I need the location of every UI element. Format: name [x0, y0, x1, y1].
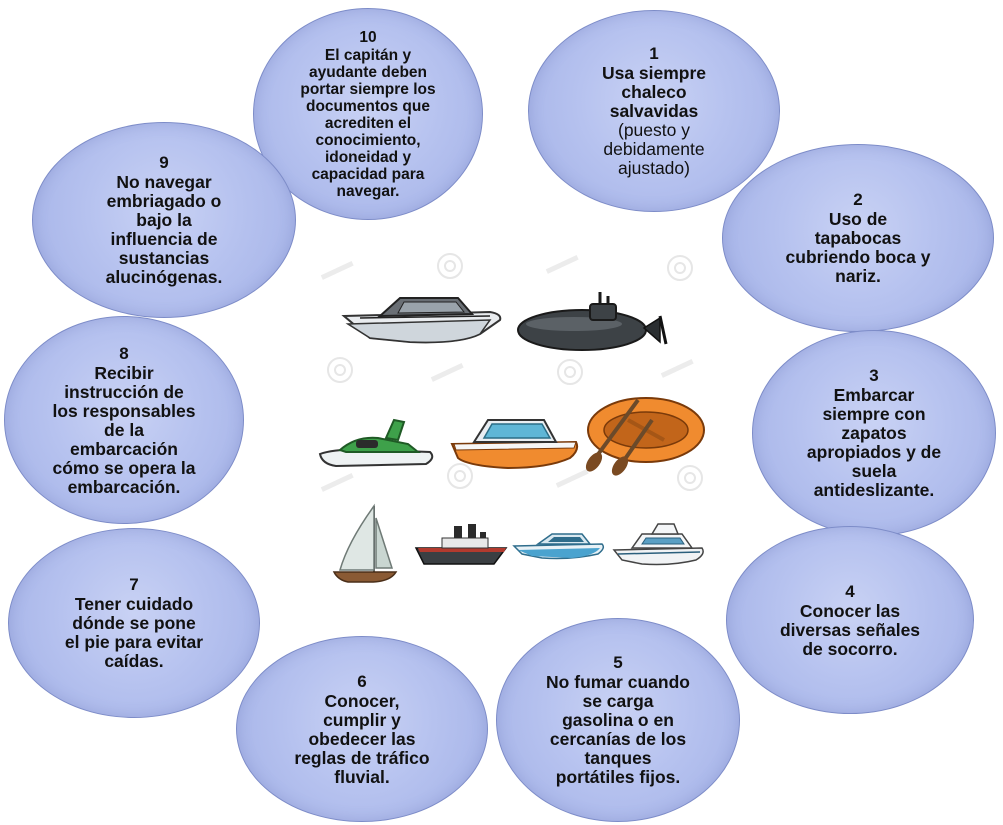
rule-number: 3 [869, 366, 879, 385]
rule-circle-1: 1 Usa siempre chaleco salvavidas (puesto… [528, 10, 780, 212]
rule-number: 1 [649, 44, 659, 63]
rule-text: No fumar cuando se carga gasolina o en c… [546, 672, 690, 787]
rule-text-detail: (puesto y debidamente ajustado) [603, 120, 705, 178]
rule-number: 2 [853, 190, 863, 209]
rule-number: 5 [613, 653, 623, 672]
rule-text: Uso de tapabocas cubriendo boca y nariz. [785, 209, 931, 286]
rule-text: Conocer las diversas señales de socorro. [779, 600, 921, 659]
jet-ski-icon [318, 418, 434, 468]
speedboat-icon [341, 297, 502, 344]
rule-circle-4: 4 Conocer las diversas señales de socorr… [726, 526, 974, 714]
motorboat-icon [450, 419, 579, 470]
rule-text: No navegar embriagado o bajo la influenc… [105, 172, 223, 287]
rule-text: Conocer, cumplir y obedecer las reglas d… [294, 690, 430, 787]
rule-circle-2: 2 Uso de tapabocas cubriendo boca y nari… [722, 144, 994, 332]
rule-circle-9: 9 No navegar embriagado o bajo la influe… [32, 122, 296, 318]
rule-circle-8: 8 Recibir instrucción de los responsable… [4, 316, 244, 524]
ship-icon [414, 524, 508, 565]
inflatable-raft-icon [585, 397, 705, 476]
rule-number: 9 [159, 153, 169, 172]
sailboat-icon [332, 503, 398, 583]
rule-number: 8 [119, 343, 129, 363]
submarine-icon [517, 292, 668, 351]
rule-circle-7: 7 Tener cuidado dónde se pone el pie par… [8, 528, 260, 718]
rule-number: 6 [357, 671, 367, 691]
rule-text: Recibir instrucción de los responsables … [52, 362, 196, 497]
rule-circle-5: 5 No fumar cuando se carga gasolina o en… [496, 618, 740, 822]
rule-circle-3: 3 Embarcar siempre con zapatos apropiado… [752, 330, 996, 536]
watermark [320, 253, 703, 492]
rule-text: Embarcar siempre con zapatos apropiados … [806, 385, 942, 500]
rule-text: Tener cuidado dónde se pone el pie para … [64, 594, 204, 671]
cruiser-icon [512, 533, 605, 560]
rule-circle-10: 10 El capitán y ayudante deben portar si… [253, 8, 483, 220]
rule-circle-6: 6 Conocer, cumplir y obedecer las reglas… [236, 636, 488, 822]
rule-text: Usa siempre chaleco salvavidas [601, 63, 707, 121]
yacht-icon [612, 523, 704, 566]
rule-number: 7 [129, 575, 139, 594]
rule-number: 4 [845, 581, 855, 601]
rule-text: El capitán y ayudante deben portar siemp… [300, 46, 436, 200]
rule-number: 10 [359, 28, 377, 46]
